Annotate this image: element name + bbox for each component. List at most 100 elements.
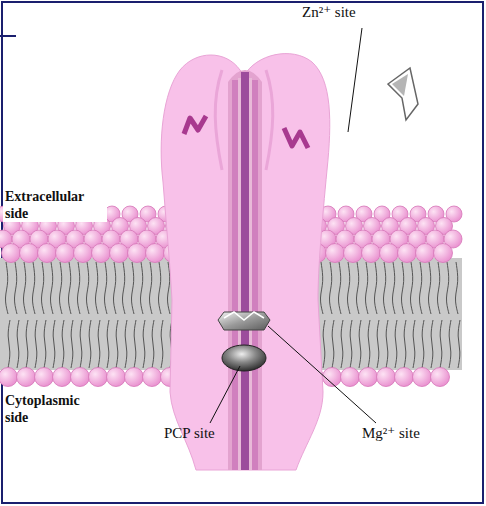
lipid-tail (437, 262, 440, 314)
lipid-tail (350, 320, 352, 368)
lipid-tail (116, 320, 118, 368)
channel-stripe (238, 78, 241, 470)
lipid-tail (365, 262, 368, 314)
lipid-tail (62, 320, 64, 368)
lipid-tail (32, 262, 35, 314)
lipid-tail (53, 320, 55, 368)
frame (2, 2, 483, 503)
lipid-tail (410, 262, 413, 314)
lipid-head (344, 244, 363, 263)
lipid-tail (161, 320, 163, 368)
ligand-shape (388, 68, 418, 120)
lipid-head (380, 244, 399, 263)
lipid-tail (113, 262, 116, 314)
lipid-tail (356, 262, 359, 314)
site-label: Mg²⁺ site (362, 425, 420, 442)
lipid-tail (14, 262, 17, 314)
lipid-tail (134, 320, 136, 368)
lipid-tail (320, 262, 323, 314)
lipid-tail (428, 262, 431, 314)
ligand-shade (392, 74, 408, 96)
lipid-tail (338, 262, 341, 314)
channel-stripe (249, 78, 252, 470)
lipid-tail (77, 262, 80, 314)
subunit-edge (215, 70, 222, 170)
leader-line (210, 366, 240, 423)
lipid-tail (404, 320, 406, 368)
lipid-head (89, 368, 108, 387)
lipid-head (362, 244, 381, 263)
lipid-head (107, 368, 126, 387)
lipid-tail (23, 262, 26, 314)
lipid-head (431, 368, 450, 387)
lipid-tail (359, 320, 361, 368)
lipid-tail (143, 320, 145, 368)
lipid-head (17, 368, 36, 387)
lipid-head (71, 368, 90, 387)
channel-stripe (252, 80, 258, 470)
lipid-tail (68, 262, 71, 314)
lipid-tail (71, 320, 73, 368)
lipid-head (377, 368, 396, 387)
zn-site-left (184, 116, 206, 134)
side-label: Cytoplasmic side (3, 392, 107, 426)
lipid-tail (104, 262, 107, 314)
site-label: PCP site (164, 425, 215, 442)
lipid-tail (341, 320, 343, 368)
lipid-tail (26, 320, 28, 368)
lipid-head (434, 244, 453, 263)
lipid-head (125, 368, 144, 387)
lipid-tail (422, 320, 424, 368)
lipid-tail (125, 320, 127, 368)
lipid-head (359, 368, 378, 387)
lipid-tail (377, 320, 379, 368)
lipid-head (56, 244, 75, 263)
mg-block (218, 312, 270, 330)
lipid-tail (446, 262, 449, 314)
zn-site-right (284, 128, 308, 148)
lipid-tail (152, 320, 154, 368)
lipid-head (110, 244, 129, 263)
subunit-edge (266, 70, 273, 170)
frame-tick (0, 35, 16, 37)
lipid-tail (98, 320, 100, 368)
lipid-tail (419, 262, 422, 314)
lipid-tail (383, 262, 386, 314)
lipid-tail (17, 320, 19, 368)
side-label: Extracellular side (3, 188, 107, 222)
lipid-tail (374, 262, 377, 314)
lipid-head (53, 368, 72, 387)
lipid-tail (395, 320, 397, 368)
lipid-head (146, 244, 165, 263)
lipid-tail (59, 262, 62, 314)
lipid-tail (347, 262, 350, 314)
lipid-tail (449, 320, 451, 368)
lipid-tail (413, 320, 415, 368)
lipid-head (38, 244, 57, 263)
mg-zigzag (224, 312, 264, 320)
lipid-tail (401, 262, 404, 314)
lipid-head (341, 368, 360, 387)
lipid-head (398, 244, 417, 263)
lipid-tail (5, 262, 8, 314)
lipid-tail (89, 320, 91, 368)
lipid-tail (41, 262, 44, 314)
lipid-tail (122, 262, 125, 314)
lipid-head (35, 368, 54, 387)
lipid-head (143, 368, 162, 387)
lipid-tail (140, 262, 143, 314)
lipid-head (416, 244, 435, 263)
leader-line (348, 28, 362, 132)
lipid-head (326, 244, 345, 263)
receptor-protein (161, 54, 330, 470)
lipid-tail (50, 262, 53, 314)
lipid-head (2, 244, 21, 263)
lipid-tail (95, 262, 98, 314)
receptor-body (161, 54, 330, 470)
lipid-tail (332, 320, 334, 368)
lipid-head (92, 244, 111, 263)
lipid-head (395, 368, 414, 387)
lipid-tail (8, 320, 10, 368)
lipid-tail (323, 320, 325, 368)
